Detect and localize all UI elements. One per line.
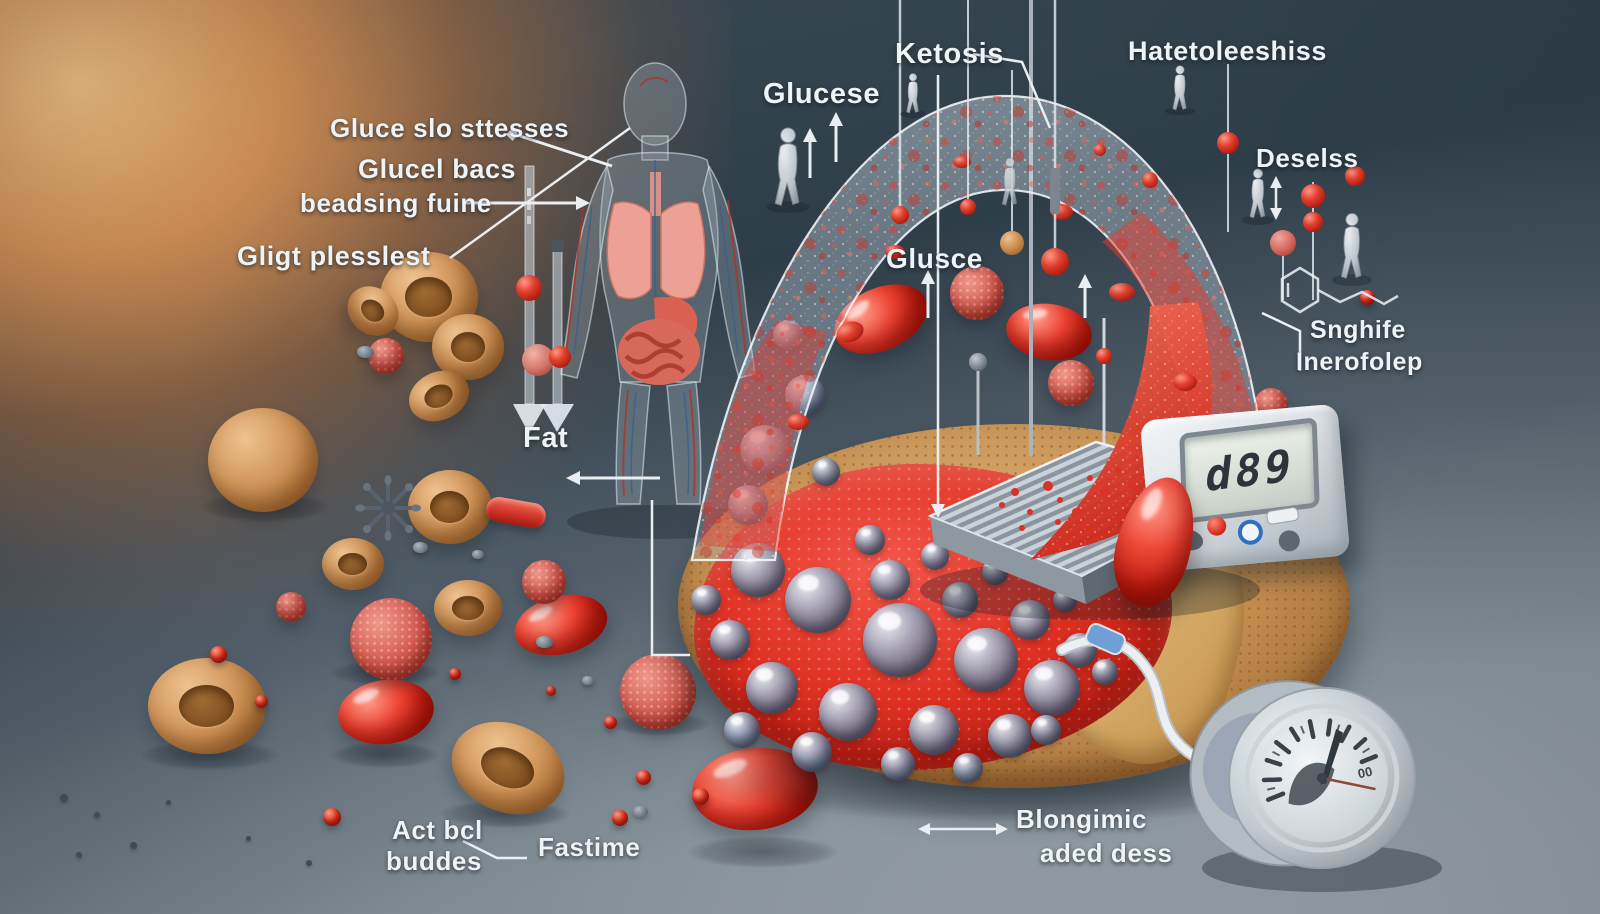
- label-blongimic: Blongimic: [1016, 804, 1148, 834]
- label-ketosis: Ketosis: [895, 38, 1004, 70]
- dark-speck: [246, 836, 251, 841]
- label-aded-dess: aded dess: [1040, 838, 1173, 868]
- red-bead: [323, 808, 341, 826]
- label-glusce: Glusce: [886, 243, 983, 274]
- label-fastime: Fastime: [538, 832, 641, 862]
- red-bead: [210, 646, 227, 663]
- silver-figurines: [766, 65, 1372, 286]
- label-buddes: buddes: [386, 846, 483, 876]
- label-act-bcl: Act bcl: [392, 815, 483, 845]
- fuzzy-red-cell: [950, 266, 1004, 320]
- label-glucese: Glucese: [763, 78, 881, 110]
- label-snghife: Snghife: [1310, 316, 1406, 344]
- label-deselss: Deselss: [1256, 143, 1359, 173]
- dark-speck: [130, 842, 137, 849]
- glass-droplet: [357, 346, 374, 358]
- label-hatetoleeshiss: Hatetoleeshiss: [1128, 36, 1327, 66]
- fuzzy-red-cell: [522, 560, 566, 604]
- tan-blood-cell: [432, 314, 504, 380]
- glass-droplet: [472, 550, 484, 559]
- tan-blood-cell: [434, 580, 502, 636]
- red-bead: [255, 695, 268, 708]
- label-inerofolep: Inerofolep: [1296, 348, 1423, 376]
- glass-droplet: [582, 676, 594, 685]
- red-bead: [612, 810, 628, 826]
- label-fat: Fat: [523, 422, 569, 454]
- label-glucel-bacs: Glucel bacs: [358, 154, 517, 184]
- fuzzy-red-cell: [350, 598, 432, 680]
- dark-speck: [306, 860, 312, 866]
- tan-blood-cell: [208, 408, 318, 512]
- tan-blood-cell: [408, 470, 492, 544]
- label-beadsing-fuine: beadsing fuine: [300, 188, 492, 218]
- red-bead: [604, 716, 617, 729]
- hexagon-molecule: [1280, 266, 1399, 314]
- tan-blood-cell: [148, 658, 266, 754]
- tan-blood-cell: [322, 538, 384, 590]
- arrow-heads: [506, 112, 1282, 835]
- fuzzy-red-cell: [276, 592, 306, 622]
- fuzzy-red-cell: [1048, 360, 1094, 406]
- dark-speck: [76, 852, 82, 858]
- label-gligt-plesslest: Gligt plesslest: [237, 241, 431, 271]
- floor-shadow: [330, 742, 440, 768]
- fuzzy-red-cell: [620, 654, 696, 730]
- dark-speck: [166, 800, 171, 805]
- red-bead: [546, 686, 556, 696]
- red-bead: [692, 788, 709, 805]
- dark-speck: [94, 812, 100, 818]
- red-bead: [636, 770, 651, 785]
- glass-droplet: [536, 636, 553, 648]
- glass-droplet: [413, 542, 428, 553]
- leader-lines: [449, 52, 1302, 860]
- floor-shadow: [688, 836, 838, 868]
- glass-droplet: [633, 806, 648, 817]
- fat-arrow-tubes: [513, 165, 574, 434]
- spiky-molecule: [355, 475, 421, 541]
- fuzzy-red-cell: [368, 338, 404, 374]
- label-glucose-stores: Gluce slo sttesses: [330, 113, 570, 143]
- dark-speck: [60, 794, 68, 802]
- gauge-dial-text: 00: [1356, 764, 1373, 782]
- red-bead: [449, 668, 461, 680]
